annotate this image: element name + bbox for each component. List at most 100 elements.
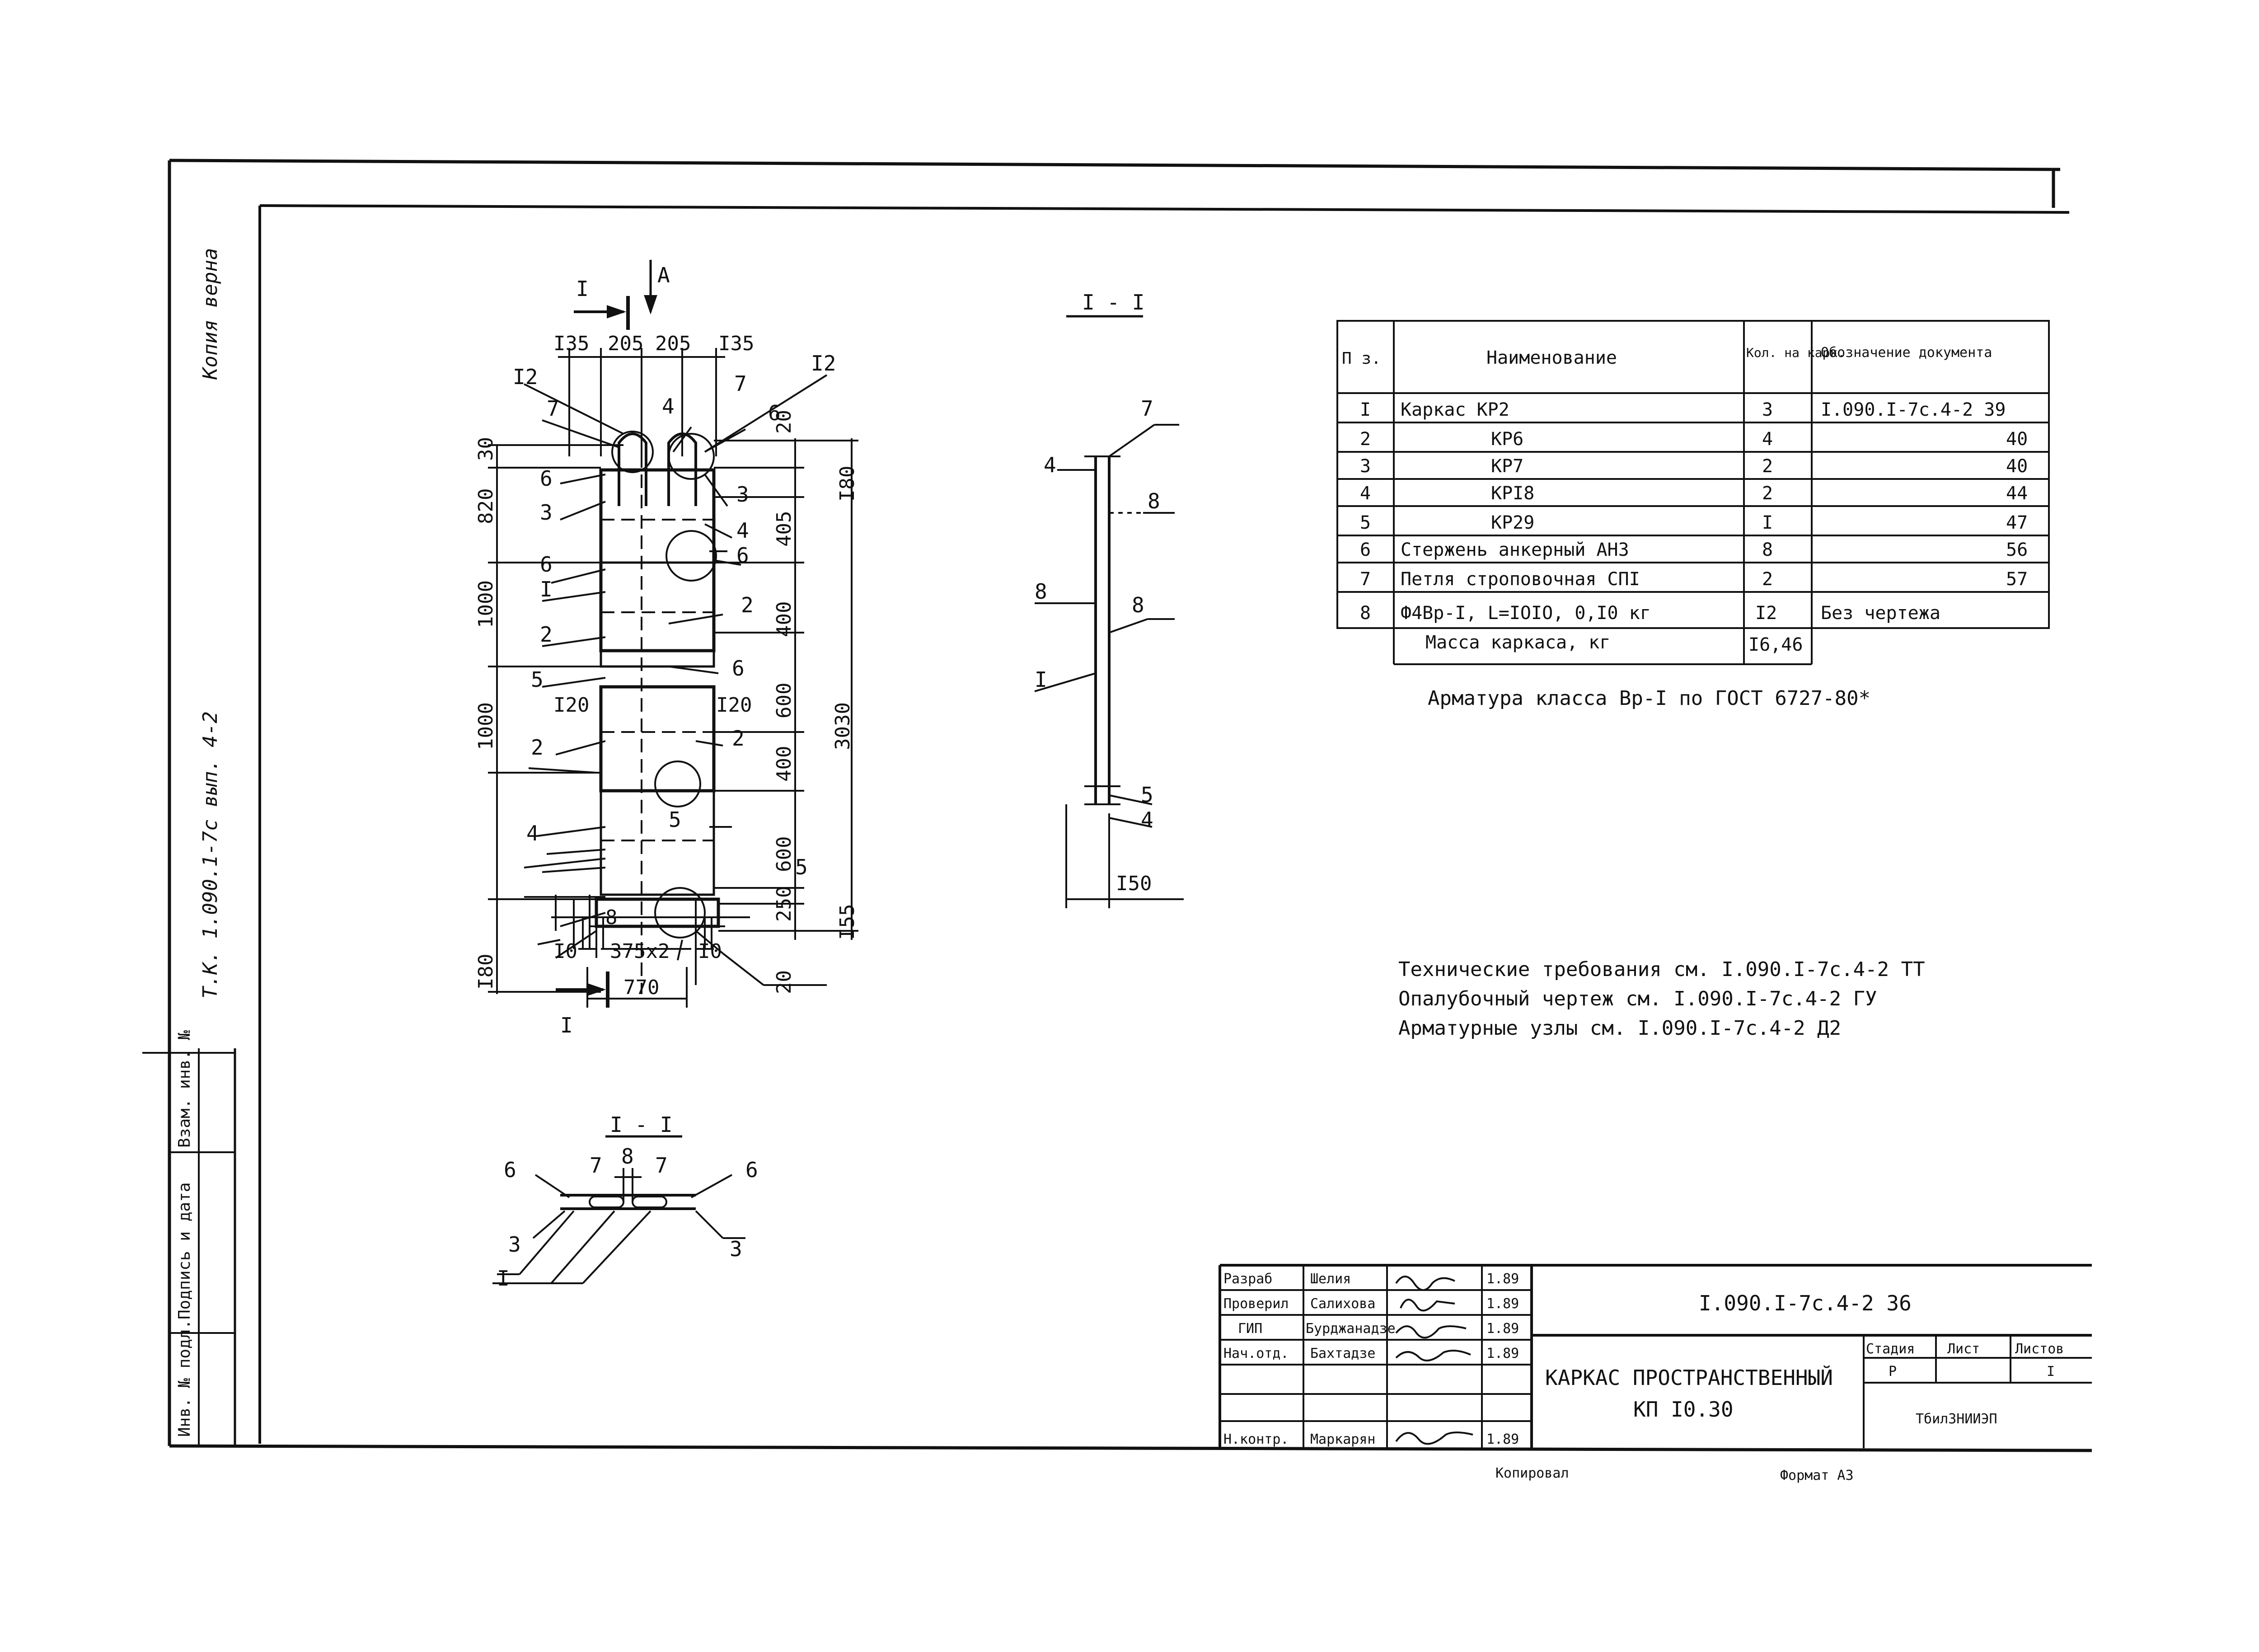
spec-row-0-name: Каркас КР2: [1401, 399, 1509, 420]
tb-organization: ТбилЗНИИЭП: [1916, 1411, 1997, 1427]
callout-2-left-b: 2: [531, 735, 544, 760]
bottom-callout-8: 8: [621, 1144, 634, 1169]
specification-table-text: П з. Наименование Кол. на карк. Обозначе…: [1342, 345, 2028, 710]
spec-row-6-qty: 2: [1762, 569, 1773, 590]
spec-row-4-qty: I: [1762, 512, 1773, 533]
signature-2: [1395, 1325, 1467, 1339]
side-callout-5: 5: [1141, 783, 1153, 807]
bottom-section-labels: I - I 6 7 8 7 6 3 3 I: [497, 1112, 758, 1291]
tb-stage-label: Стадия: [1866, 1341, 1915, 1357]
dim-left-0: 30: [474, 437, 497, 461]
bottom-callout-6-left: 6: [504, 1158, 516, 1182]
spec-row-2-name: КР7: [1491, 456, 1523, 477]
spec-row-5-name: Стержень анкерный АН3: [1401, 540, 1629, 560]
vzam-inv-label: Взам. инв. №: [175, 1030, 194, 1148]
callout-12-left: I2: [513, 365, 538, 389]
side-callout-8-c: 8: [1132, 593, 1144, 617]
spec-row-1-name: КР6: [1491, 429, 1523, 450]
callout-6-right-b: 6: [736, 543, 749, 568]
callout-4-left: 4: [526, 821, 539, 845]
callout-6-left-a: 6: [540, 466, 553, 491]
main-view-labels: I A I I35 205 205 I35 30 820 1000 1000 I…: [474, 263, 859, 1037]
spec-mass-label: Масса каркаса, кг: [1425, 632, 1610, 653]
note-formwork-drawing: Опалубочный чертеж см. I.090.I-7с.4-2 ГУ: [1398, 987, 1877, 1010]
side-callout-8-a: 8: [1148, 489, 1160, 513]
dim-right-8: 20: [773, 970, 796, 994]
inv-podl-label: Инв. № подл.: [175, 1319, 194, 1437]
tb-role-6: Н.контр.: [1223, 1431, 1289, 1447]
spec-row-4-pos: 5: [1360, 512, 1371, 533]
tb-name-0: Шелия: [1310, 1271, 1351, 1287]
dim-top-0: I35: [553, 332, 589, 355]
sheet-frame: [142, 159, 2092, 1452]
callout-5-left: 5: [531, 667, 544, 692]
callout-12-right: I2: [811, 351, 836, 375]
dim-top-1: 205: [608, 332, 643, 355]
spec-row-5-doc: 56: [2006, 540, 2028, 560]
spec-row-0-doc: I.090.I-7с.4-2 39: [1821, 399, 2006, 420]
dim-top-3: I35: [718, 332, 754, 355]
spec-header-pos: П з.: [1342, 349, 1381, 368]
tb-name-6: Маркарян: [1310, 1431, 1376, 1447]
dim-bottom-2: I0: [698, 940, 722, 963]
callout-4-top: 4: [662, 394, 675, 418]
bottom-callout-3-left: 3: [508, 1232, 521, 1257]
dim-right-5: 400: [773, 746, 796, 782]
dim-inner-right: I20: [716, 694, 752, 717]
tb-copied: Копировал: [1495, 1465, 1569, 1481]
tb-date-1: 1.89: [1486, 1296, 1519, 1312]
dim-top-2: 205: [655, 332, 691, 355]
tb-date-2: 1.89: [1486, 1321, 1519, 1337]
spec-row-7-doc: Без чертежа: [1821, 603, 1940, 624]
spec-row-6-name: Петля строповочная СПI: [1401, 569, 1640, 590]
dim-left-4: I80: [474, 954, 497, 990]
spec-row-3-qty: 2: [1762, 483, 1773, 504]
tb-sheet-label: Лист: [1947, 1341, 1980, 1357]
callout-2-left-a: 2: [540, 622, 553, 647]
callout-1-left: I: [540, 577, 553, 601]
bottom-callout-7-left: 7: [590, 1153, 602, 1178]
spec-row-7-pos: 8: [1360, 603, 1371, 624]
spec-row-3-name: КРI8: [1491, 483, 1534, 504]
tb-stage-value: Р: [1889, 1364, 1897, 1380]
bottom-section-title: I - I: [610, 1112, 672, 1137]
tb-date-6: 1.89: [1486, 1431, 1519, 1447]
spec-row-4-doc: 47: [2006, 512, 2028, 533]
tb-name-3: Бахтадзе: [1310, 1346, 1376, 1361]
callout-2-right-a: 2: [741, 593, 754, 617]
dim-right-9: I55: [836, 904, 859, 940]
spec-row-7-name: Ф4Вр-I, L=IOIO, 0,I0 кг: [1401, 603, 1651, 624]
side-callout-4-top: 4: [1044, 453, 1056, 477]
bottom-callout-6-right: 6: [745, 1158, 758, 1182]
callout-3-right: 3: [736, 482, 749, 507]
dim-right-1: I80: [836, 466, 859, 502]
title-block-text: Разраб Проверил ГИП Нач.отд. Н.контр. Ше…: [1223, 1271, 2064, 1483]
spec-row-2-qty: 2: [1762, 456, 1773, 477]
dim-left-2: 1000: [474, 580, 497, 628]
callout-2-right-b: 2: [732, 726, 745, 751]
dim-left-1: 820: [474, 488, 497, 524]
signature-6: [1395, 1431, 1473, 1445]
signature-1: [1400, 1299, 1455, 1312]
tb-sheets-label: Листов: [2015, 1341, 2064, 1357]
bottom-section-view: [492, 1135, 745, 1284]
spec-row-5-pos: 6: [1360, 540, 1371, 560]
spec-row-5-qty: 8: [1762, 540, 1773, 560]
spec-footnote: Арматура класса Вр-I по ГОСТ 6727-80*: [1428, 687, 1870, 710]
tb-format: Формат А3: [1780, 1468, 1854, 1483]
spec-row-1-pos: 2: [1360, 429, 1371, 450]
specification-table: [1336, 320, 2050, 665]
spec-row-3-doc: 44: [2006, 483, 2028, 504]
dim-right-4: 600: [773, 683, 796, 718]
note-tech-requirements: Технические требования см. I.090.I-7с.4-…: [1398, 958, 1925, 981]
side-callout-8-b: 8: [1035, 579, 1047, 604]
bottom-callout-7-right: 7: [655, 1153, 668, 1178]
callout-6-right-a: 6: [768, 401, 781, 425]
side-section-view: [1034, 315, 1184, 908]
main-elevation-view: [488, 260, 858, 1008]
dim-overall-height: 3030: [831, 702, 854, 750]
spec-header-name: Наименование: [1486, 347, 1617, 368]
dim-right-7: 250: [773, 886, 796, 922]
cut-label-top: I: [576, 277, 589, 301]
spec-row-3-pos: 4: [1360, 483, 1371, 504]
